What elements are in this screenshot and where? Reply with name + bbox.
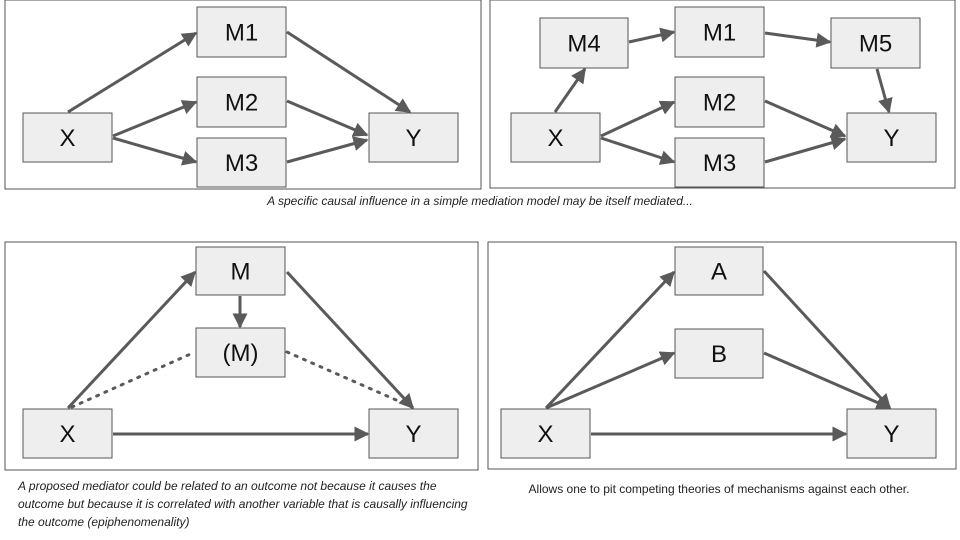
- node-label: A: [711, 259, 727, 286]
- panel-bottom-right: A B X Y: [487, 241, 957, 470]
- node-box: [22, 408, 113, 459]
- edge-m1-to-y: [286, 30, 412, 114]
- node-label: X: [547, 125, 563, 152]
- edge-m1-to-m5: [764, 31, 832, 48]
- node-label: M1: [703, 20, 736, 47]
- node-box: [674, 328, 764, 379]
- edge-m3-to-y: [286, 136, 369, 164]
- node-label: M1: [225, 20, 258, 47]
- node-label: X: [59, 421, 75, 448]
- node-box: [196, 76, 287, 128]
- node-x: X: [22, 112, 113, 163]
- node-box: [674, 76, 765, 128]
- node-box: [195, 327, 286, 378]
- node-label: Y: [883, 421, 899, 448]
- edge-m3-to-y: [764, 135, 847, 164]
- node-label: Y: [405, 421, 421, 448]
- edge-x-to-b: [545, 351, 676, 410]
- node-box: [196, 6, 287, 58]
- node-box: [674, 6, 765, 58]
- edge-x-to-a: [544, 270, 676, 410]
- node-y: Y: [368, 408, 459, 459]
- node-b: B: [674, 328, 764, 379]
- node-y: Y: [368, 112, 459, 163]
- node-box: [368, 408, 459, 459]
- edge-x-to-m3: [600, 136, 676, 165]
- node-label: X: [59, 125, 75, 152]
- node-label: Y: [405, 125, 421, 152]
- node-box: [539, 17, 629, 69]
- edge-x-to-m2: [112, 100, 198, 138]
- node-x: X: [22, 408, 113, 459]
- node-label: (M): [223, 340, 259, 367]
- node-box: [368, 112, 459, 163]
- node-m3: M3: [674, 137, 765, 188]
- node-label: M: [231, 259, 251, 286]
- edge-m5-to-y: [875, 68, 893, 114]
- node-m1: M1: [196, 6, 287, 58]
- node-label: M3: [703, 150, 736, 177]
- node-m: M: [195, 246, 286, 296]
- node-label: M4: [567, 31, 600, 58]
- node-x: X: [500, 408, 591, 459]
- node-box: [22, 112, 113, 163]
- node-label: M2: [703, 90, 736, 117]
- node-label: M3: [225, 150, 258, 177]
- node-label: X: [537, 421, 553, 448]
- panel-bottom-left: M (M) X Y: [4, 241, 479, 471]
- node-pm: (M): [195, 327, 286, 378]
- node-m3: M3: [196, 137, 287, 188]
- node-m1: M1: [674, 6, 765, 58]
- edge-m-to-y: [285, 270, 415, 410]
- node-m2: M2: [196, 76, 287, 128]
- node-label: M5: [859, 31, 892, 58]
- node-label: B: [711, 341, 727, 368]
- edge-m2-to-y: [764, 99, 847, 138]
- node-label: Y: [883, 125, 899, 152]
- caption-bottom-left: A proposed mediator could be related to …: [18, 479, 468, 529]
- node-box: [674, 137, 765, 188]
- node-box: [196, 137, 287, 188]
- node-a: A: [674, 246, 764, 296]
- node-box: [846, 112, 937, 163]
- edge-b-to-y: [763, 351, 892, 410]
- node-m4: M4: [539, 17, 629, 69]
- node-box: [510, 112, 601, 163]
- node-box: [500, 408, 591, 459]
- node-y: Y: [846, 112, 937, 163]
- node-m5: M5: [830, 17, 921, 69]
- caption-top: A specific causal influence in a simple …: [267, 194, 693, 208]
- node-m2: M2: [674, 76, 765, 128]
- caption-bottom-right: Allows one to pit competing theories of …: [528, 482, 910, 496]
- edge-x-to-m4: [553, 67, 587, 113]
- edge-x-to-m1: [67, 31, 198, 114]
- node-label: M2: [225, 90, 258, 117]
- node-x: X: [510, 112, 601, 163]
- node-y: Y: [846, 408, 937, 459]
- edge-m2-to-y: [286, 99, 369, 137]
- node-box: [195, 246, 286, 296]
- node-box: [846, 408, 937, 459]
- node-box: [830, 17, 921, 69]
- edge-a-to-y: [762, 269, 892, 410]
- edge-x-to-m: [66, 270, 197, 410]
- node-box: [674, 246, 764, 296]
- edge-x-to-m2: [600, 100, 676, 138]
- edge-x-to-m3: [112, 136, 198, 166]
- edge-m4-to-m1: [628, 27, 676, 44]
